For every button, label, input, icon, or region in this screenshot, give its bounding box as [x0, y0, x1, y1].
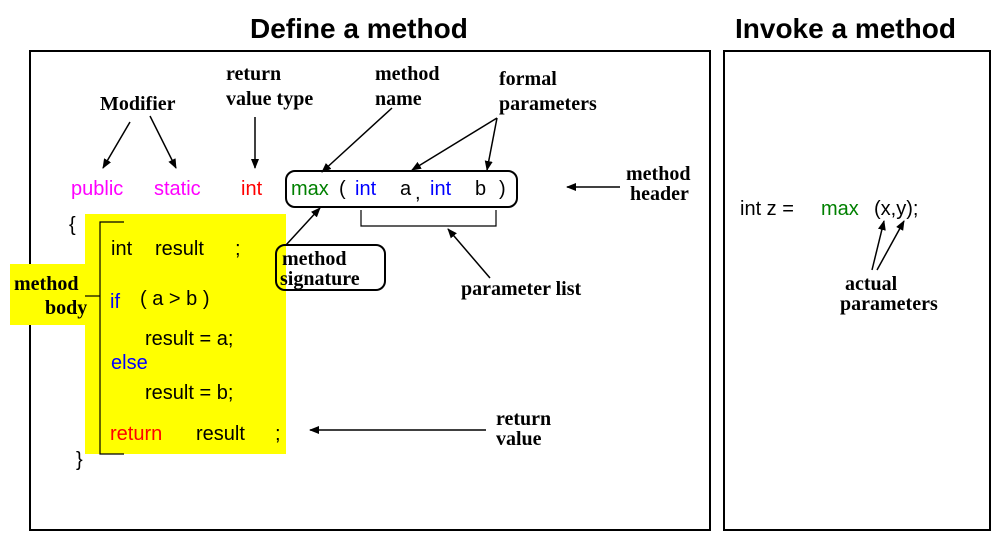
method-name-label-1: method	[375, 63, 440, 85]
formal-param-arrow-a	[411, 117, 498, 171]
actual-param-arrow-x	[871, 220, 886, 271]
method-header-label-1: method	[626, 163, 691, 185]
formal-param-arrow-b	[484, 117, 498, 171]
method-signature-box	[285, 170, 518, 208]
return-value-label-1: return	[496, 408, 552, 430]
modifier-arrow-static	[149, 115, 177, 169]
formal-parameters-label-1: formal	[499, 68, 557, 90]
code-param2-name: b	[475, 178, 487, 200]
code-return-keyword: return	[110, 423, 163, 445]
code-close-paren: )	[499, 178, 506, 200]
code-decl-type: int	[111, 238, 133, 260]
code-public: public	[71, 178, 124, 200]
code-decl-semi: ;	[235, 238, 241, 260]
modifier-arrow-public	[102, 121, 131, 169]
invoke-prefix: int z =	[740, 198, 794, 220]
code-if-keyword: if	[110, 291, 120, 313]
code-close-brace: }	[76, 449, 83, 471]
modifier-label: Modifier	[100, 93, 176, 115]
parameter-list-label: parameter list	[461, 278, 582, 300]
method-signature-arrow	[285, 207, 321, 246]
actual-parameters-label-2: parameters	[840, 293, 938, 315]
code-decl-name: result	[155, 238, 204, 260]
code-assign-b: result = b;	[145, 382, 234, 404]
formal-parameters-label-2: parameters	[499, 93, 597, 115]
invoke-arguments: (x,y);	[874, 198, 919, 220]
code-assign-a: result = a;	[145, 328, 234, 350]
code-else-keyword: else	[111, 352, 148, 374]
return-value-type-label-1: return	[226, 63, 282, 85]
code-comma: ,	[415, 182, 421, 204]
code-if-condition: ( a > b )	[140, 288, 210, 310]
method-signature-label-1: method	[282, 248, 347, 270]
method-body-highlight	[85, 214, 286, 454]
method-body-label-1: method	[14, 273, 79, 295]
actual-param-arrow-y	[876, 220, 905, 271]
method-name-label-2: name	[375, 88, 422, 110]
method-body-label-highlight	[10, 264, 95, 325]
define-method-title: Define a method	[250, 13, 468, 44]
code-return-semi: ;	[275, 423, 281, 445]
return-value-label-2: value	[496, 428, 542, 450]
method-header-label-2: header	[630, 183, 689, 205]
actual-parameters-label-1: actual	[845, 273, 898, 295]
method-signature-label-2: signature	[280, 268, 360, 290]
parameter-list-arrow	[447, 228, 491, 279]
code-param1-name: a	[400, 178, 412, 200]
method-name-arrow	[321, 107, 393, 173]
parameter-list-bracket	[360, 210, 497, 227]
method-body-bracket	[99, 221, 124, 455]
code-open-paren: (	[339, 178, 346, 200]
code-method-name: max	[291, 178, 329, 200]
invoke-method-name: max	[821, 198, 859, 220]
code-static: static	[154, 178, 201, 200]
invoke-panel	[723, 50, 991, 531]
code-param1-type: int	[355, 178, 377, 200]
invoke-method-title: Invoke a method	[735, 13, 956, 44]
method-body-label-2: body	[45, 297, 88, 319]
code-open-brace: {	[69, 214, 76, 236]
method-signature-label-box	[275, 244, 386, 291]
code-return-var: result	[196, 423, 245, 445]
code-return-type: int	[241, 178, 263, 200]
code-param2-type: int	[430, 178, 452, 200]
return-value-type-label-2: value type	[226, 88, 314, 110]
